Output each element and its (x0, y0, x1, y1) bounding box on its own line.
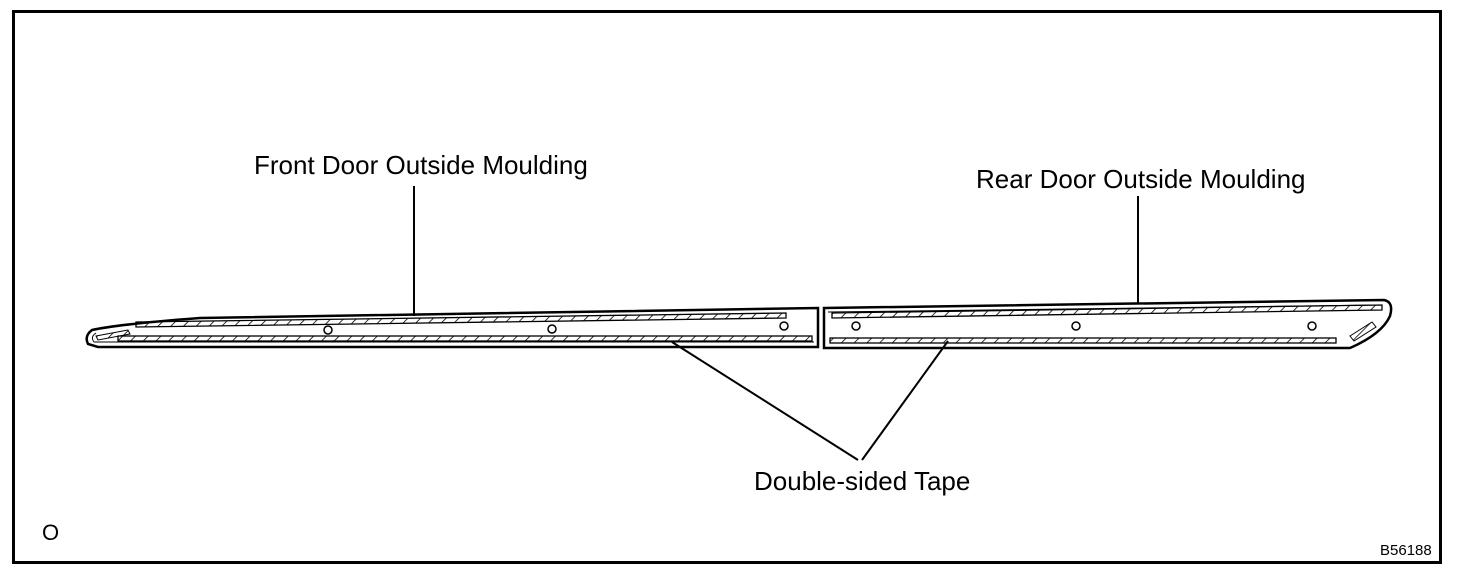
clip-hole-icon (323, 325, 333, 335)
rear-upper-tape (831, 304, 1383, 319)
rear-door-moulding (822, 298, 1393, 350)
tape-label: Double-sided Tape (754, 466, 971, 496)
tape-leader-line-left (671, 341, 859, 461)
clip-hole-icon (547, 324, 557, 334)
figure-code: B56188 (1380, 542, 1432, 559)
clip-hole-icon (1071, 321, 1081, 331)
rear-lower-tape (829, 337, 1337, 344)
leader-lines (413, 186, 1139, 461)
clip-hole-icon (1307, 321, 1317, 331)
front-upper-tape (135, 312, 787, 328)
clip-hole-icon (851, 321, 861, 331)
diagram-frame (12, 10, 1442, 564)
rear-moulding-label: Rear Door Outside Moulding (976, 164, 1306, 194)
front-lower-tape (117, 335, 813, 342)
front-moulding-label: Front Door Outside Moulding (254, 150, 588, 180)
corner-mark: O (42, 520, 60, 545)
front-door-moulding (85, 306, 820, 349)
tape-leader-line-right (861, 340, 949, 461)
clip-hole-icon (779, 321, 789, 331)
